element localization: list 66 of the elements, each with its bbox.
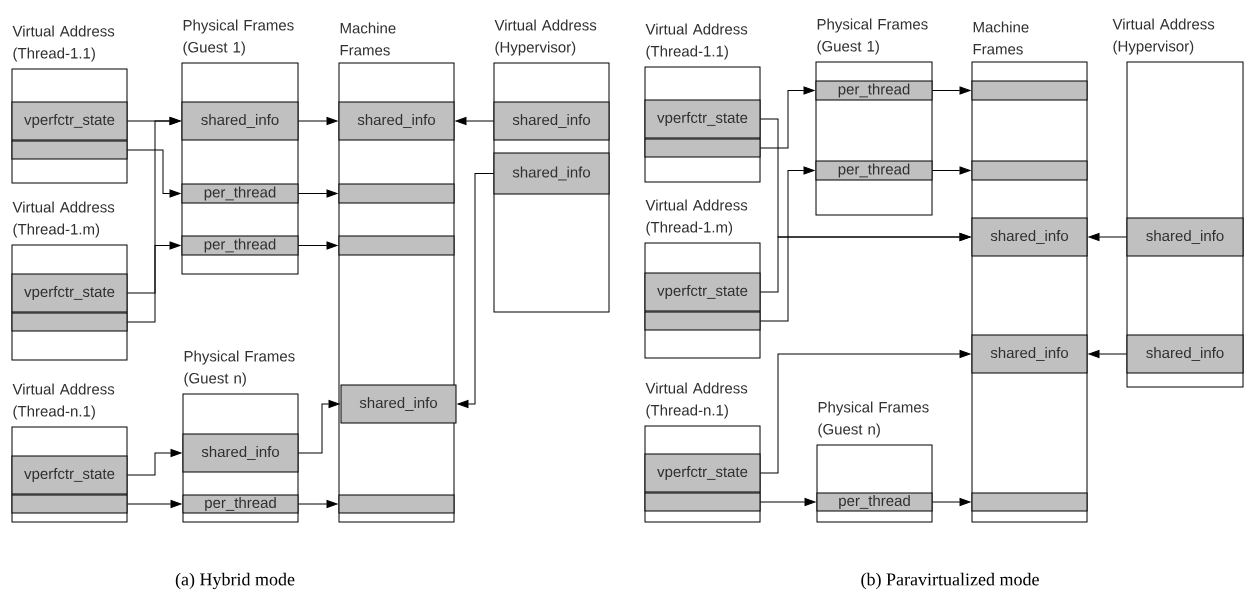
- empty-slot: [971, 492, 1088, 512]
- empty-slot: [971, 80, 1088, 101]
- arrow: [457, 173, 494, 408]
- memory-slot: per_thread: [181, 183, 299, 204]
- arrow: [455, 117, 494, 125]
- column-heading: Virtual Address (Thread-1.m): [645, 199, 748, 236]
- arrow: [760, 498, 816, 506]
- column-heading: Virtual Address (Hypervisor): [494, 19, 597, 56]
- memory-slot: shared_info: [493, 152, 610, 195]
- memory-slot: shared_info: [181, 101, 299, 141]
- column-heading: Physical Frames (Guest 1): [183, 19, 294, 56]
- empty-slot: [644, 492, 761, 512]
- column-heading: Physical Frames (Guest 1): [817, 18, 928, 55]
- memory-slot: shared_info: [182, 433, 299, 473]
- subfigure-caption: (b) Paravirtualized mode: [861, 572, 1039, 590]
- column-heading: Virtual Address (Thread-1.m): [12, 201, 115, 238]
- column-heading: Virtual Address (Thread-1.1): [12, 25, 115, 62]
- column-heading: Virtual Address (Thread-1.1): [645, 23, 748, 60]
- arrow: [1088, 350, 1127, 358]
- memory-slot: shared_info: [340, 384, 457, 424]
- arrow: [760, 166, 815, 322]
- empty-slot: [11, 140, 128, 160]
- subfigure-caption: (a) Hybrid mode: [175, 572, 295, 590]
- arrow: [760, 86, 815, 149]
- column-heading: Physical Frames (Guest n): [818, 401, 929, 438]
- arrow: [127, 149, 181, 198]
- column-heading: Virtual Address (Thread-n.1): [12, 383, 115, 420]
- memory-slot: shared_info: [971, 217, 1088, 257]
- memory-slot: per_thread: [815, 80, 933, 101]
- memory-slot: per_thread: [182, 494, 299, 514]
- empty-slot: [11, 312, 128, 332]
- arrow: [1088, 233, 1127, 241]
- arrow: [760, 350, 971, 474]
- memory-slot: shared_info: [971, 334, 1088, 374]
- memory-slot: shared_info: [493, 101, 610, 141]
- arrow: [932, 86, 971, 95]
- arrow: [127, 500, 182, 508]
- memory-slot: per_thread: [181, 235, 299, 256]
- empty-slot: [338, 235, 455, 256]
- memory-slot: per_thread: [815, 160, 933, 181]
- column-heading: Physical Frames (Guest n): [184, 350, 295, 387]
- column-heading: Machine Frames: [973, 21, 1029, 55]
- memory-slot: shared_info: [1126, 217, 1244, 257]
- empty-slot: [644, 138, 761, 158]
- empty-slot: [644, 311, 761, 331]
- memory-slot: per_thread: [816, 492, 933, 512]
- arrow: [760, 233, 971, 293]
- memory-slot: shared_info: [338, 101, 455, 141]
- empty-slot: [971, 160, 1088, 181]
- arrow: [127, 117, 181, 294]
- column-heading: Virtual Address (Thread-n.1): [645, 382, 748, 419]
- arrow: [298, 241, 338, 250]
- arrow: [127, 241, 181, 323]
- empty-slot: [338, 494, 455, 514]
- memory-slot: shared_info: [1126, 334, 1244, 374]
- arrow: [298, 189, 338, 198]
- column-heading: Virtual Address (Hypervisor): [1112, 18, 1215, 55]
- arrow: [298, 500, 338, 508]
- arrow: [127, 449, 182, 476]
- arrow: [298, 400, 340, 454]
- empty-slot: [338, 183, 455, 204]
- arrow: [932, 166, 971, 175]
- arrow: [932, 498, 971, 506]
- column-heading: Machine Frames: [340, 22, 396, 56]
- empty-slot: [11, 494, 128, 514]
- arrow: [298, 117, 338, 125]
